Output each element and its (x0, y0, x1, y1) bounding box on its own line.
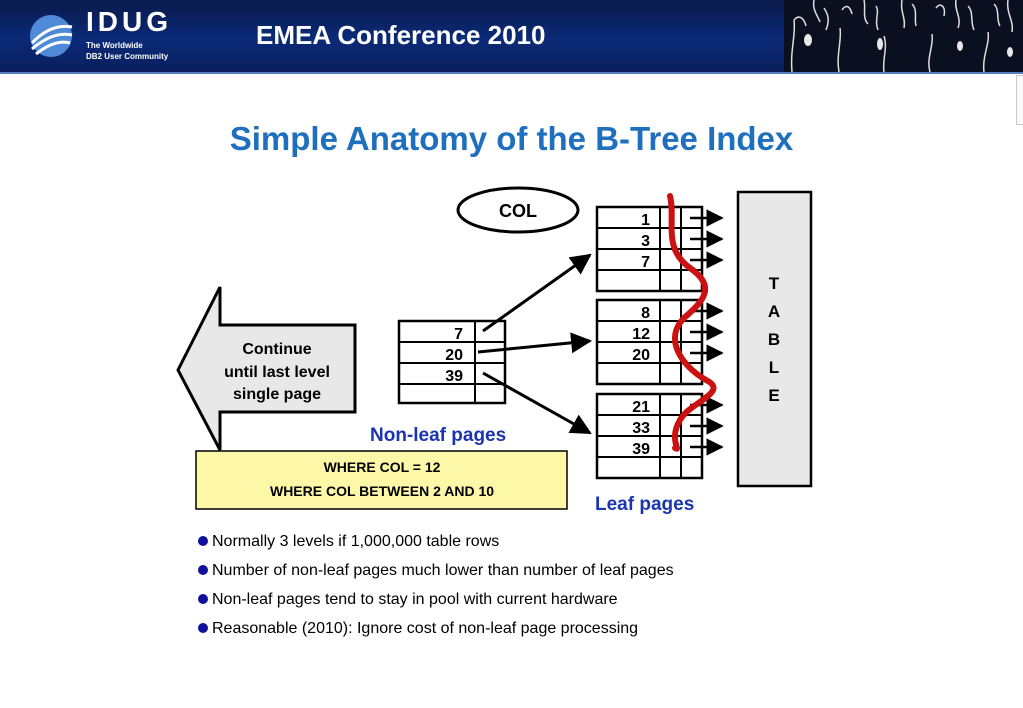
pointer-arrow (477, 332, 593, 354)
header-divider (0, 72, 1023, 74)
conference-title: EMEA Conference 2010 (256, 20, 546, 50)
table-letter: A (768, 302, 780, 321)
bullet-list: Normally 3 levels if 1,000,000 table row… (198, 532, 674, 648)
column-label: COL (499, 201, 537, 221)
scan-line (667, 193, 717, 452)
logo-wordmark: IDUG (86, 6, 172, 37)
leaf-key: 3 (641, 233, 650, 250)
bullet-item: Non-leaf pages tend to stay in pool with… (198, 590, 674, 619)
bullet-text: Reasonable (2010): Ignore cost of non-le… (212, 620, 639, 637)
table-box (736, 190, 813, 488)
scrollbar-stub[interactable] (1016, 75, 1023, 125)
slide-title: Simple Anatomy of the B-Tree Index (229, 120, 794, 157)
non-leaf-key: 7 (454, 326, 463, 343)
table-letter: E (768, 386, 779, 405)
bullet-item: Normally 3 levels if 1,000,000 table row… (198, 532, 674, 561)
leaf-label: Leaf pages (595, 494, 694, 515)
logo-tagline: The Worldwide (86, 41, 143, 50)
pointer-arrow (482, 253, 592, 333)
bullet-item: Reasonable (2010): Ignore cost of non-le… (198, 619, 674, 648)
continue-arrow-line: until last level (224, 364, 330, 381)
non-leaf-page (397, 319, 507, 405)
table-letter: L (769, 358, 779, 377)
leaf-page (595, 392, 704, 480)
leaf-key: 20 (632, 347, 650, 364)
header-band: IDUG The Worldwide DB2 User Community EM… (0, 0, 1023, 72)
bullet-text: Normally 3 levels if 1,000,000 table row… (212, 533, 500, 550)
leaf-key: 21 (632, 399, 650, 416)
pointer-arrow (482, 371, 592, 435)
table-letter: T (769, 274, 780, 293)
bullet-dot-icon (198, 536, 208, 546)
leaf-key: 12 (632, 326, 650, 343)
non-leaf-key: 39 (445, 368, 463, 385)
continue-arrow-line: Continue (242, 341, 311, 358)
query-line: WHERE COL BETWEEN 2 AND 10 (270, 483, 494, 499)
column-ellipse (456, 186, 580, 234)
continue-arrow-line: single page (233, 386, 321, 403)
bullet-item: Number of non-leaf pages much lower than… (198, 561, 674, 590)
bullet-text: Number of non-leaf pages much lower than… (212, 562, 674, 579)
leaf-key: 7 (641, 254, 650, 271)
globe-logo-icon (30, 15, 73, 57)
continue-arrow-shape (176, 286, 357, 451)
bullet-dot-icon (198, 594, 208, 604)
bullet-dot-icon (198, 565, 208, 575)
query-line: WHERE COL = 12 (324, 459, 441, 475)
bullet-text: Non-leaf pages tend to stay in pool with… (212, 591, 618, 608)
bullet-dot-icon (198, 623, 208, 633)
crowd-silhouette-image (784, 0, 1023, 72)
table-letter: B (768, 330, 780, 349)
leaf-key: 39 (632, 441, 650, 458)
leaf-page (595, 205, 704, 293)
leaf-key: 33 (632, 420, 650, 437)
logo-tagline: DB2 User Community (86, 52, 169, 61)
non-leaf-label: Non-leaf pages (370, 425, 506, 446)
leaf-key: 8 (641, 305, 650, 322)
leaf-key: 1 (641, 212, 650, 229)
non-leaf-key: 20 (445, 347, 463, 364)
query-box (195, 450, 568, 510)
